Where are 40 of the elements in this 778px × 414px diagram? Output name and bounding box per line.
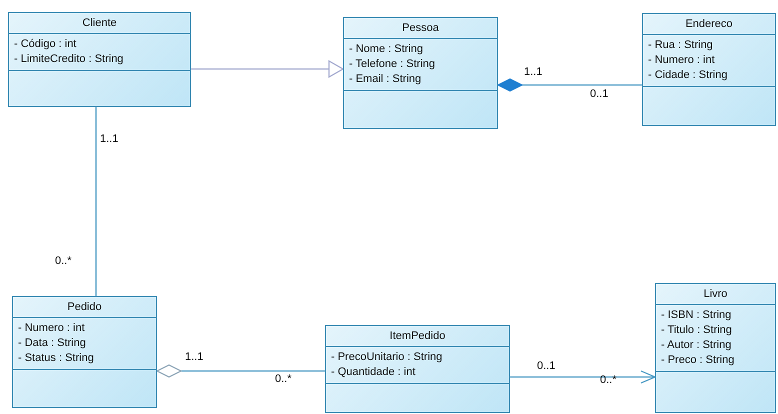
class-name: ItemPedido [326, 326, 509, 347]
multiplicity-label: 0..* [55, 255, 72, 267]
association-line [95, 107, 97, 296]
attribute-text: - Rua : String [648, 38, 714, 53]
attribute-text: - LimiteCredito : String [14, 52, 124, 67]
class-box [12, 296, 157, 408]
attribute-text: - Numero : int [18, 321, 86, 336]
attribute-text: - Quantidade : int [331, 365, 416, 380]
class-name: Livro [656, 284, 775, 305]
class-name: Pessoa [344, 18, 497, 39]
multiplicity-label: 0..* [275, 373, 292, 385]
attribute-text: - Autor : String [661, 338, 732, 353]
multiplicity-label: 0..* [600, 374, 617, 386]
attribute-text: - Data : String [18, 336, 87, 351]
class-name: Endereco [643, 14, 775, 35]
attribute-text: - PrecoUnitario : String [331, 350, 444, 365]
attribute-text: - Nome : String [349, 42, 424, 57]
multiplicity-label: 0..1 [590, 88, 608, 100]
class-name: Cliente [9, 13, 190, 34]
attribute-text: - Numero : int [648, 53, 716, 68]
class-box [8, 12, 191, 107]
attribute-text: - Telefone : String [349, 57, 436, 72]
attribute-text: - Status : String [18, 351, 95, 366]
attribute-text: - Código : int [14, 37, 78, 52]
attribute-text: - ISBN : String [661, 308, 732, 323]
attribute-text: - Titulo : String [661, 323, 733, 338]
association-arrow [510, 370, 656, 384]
multiplicity-label: 1..1 [100, 133, 118, 145]
multiplicity-label: 0..1 [537, 360, 556, 372]
association-arrow [191, 60, 344, 78]
attribute-text: - Preco : String [661, 353, 736, 368]
attribute-text: - Cidade : String [648, 68, 728, 83]
multiplicity-label: 1..1 [185, 351, 204, 363]
class-box [642, 13, 776, 126]
class-name: Pedido [13, 297, 156, 318]
multiplicity-label: 1..1 [524, 66, 542, 78]
class-box [655, 283, 776, 413]
attribute-text: - Email : String [349, 72, 422, 87]
class-box [343, 17, 498, 129]
class-box [325, 325, 510, 413]
